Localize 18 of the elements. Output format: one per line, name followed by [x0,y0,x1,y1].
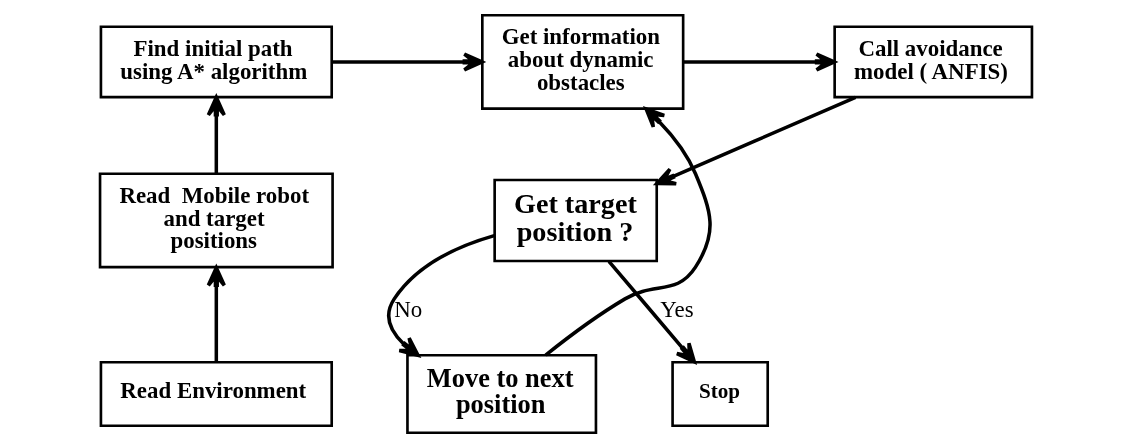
arrow [332,52,484,72]
node-box: Move to next position [406,353,598,435]
arrow [683,52,836,72]
arrow [655,95,857,186]
arrow [544,107,712,357]
node-box: Stop [671,360,770,428]
node-box: Read Environment [99,360,333,428]
node-box: Get information about dynamic obstacles [481,13,685,110]
node-box: Read Mobile robot and target positions [98,172,334,269]
arrow [607,260,697,364]
arrow [387,233,495,357]
edge-label: No [394,297,423,323]
edge-label: Yes [660,297,694,323]
arrow [206,265,226,362]
node-box: Get target position ? [493,178,659,263]
arrow [206,95,226,174]
node-box: Find initial path using A* algorithm [99,25,333,99]
node-box: Call avoidance model ( ANFIS) [833,25,1034,99]
